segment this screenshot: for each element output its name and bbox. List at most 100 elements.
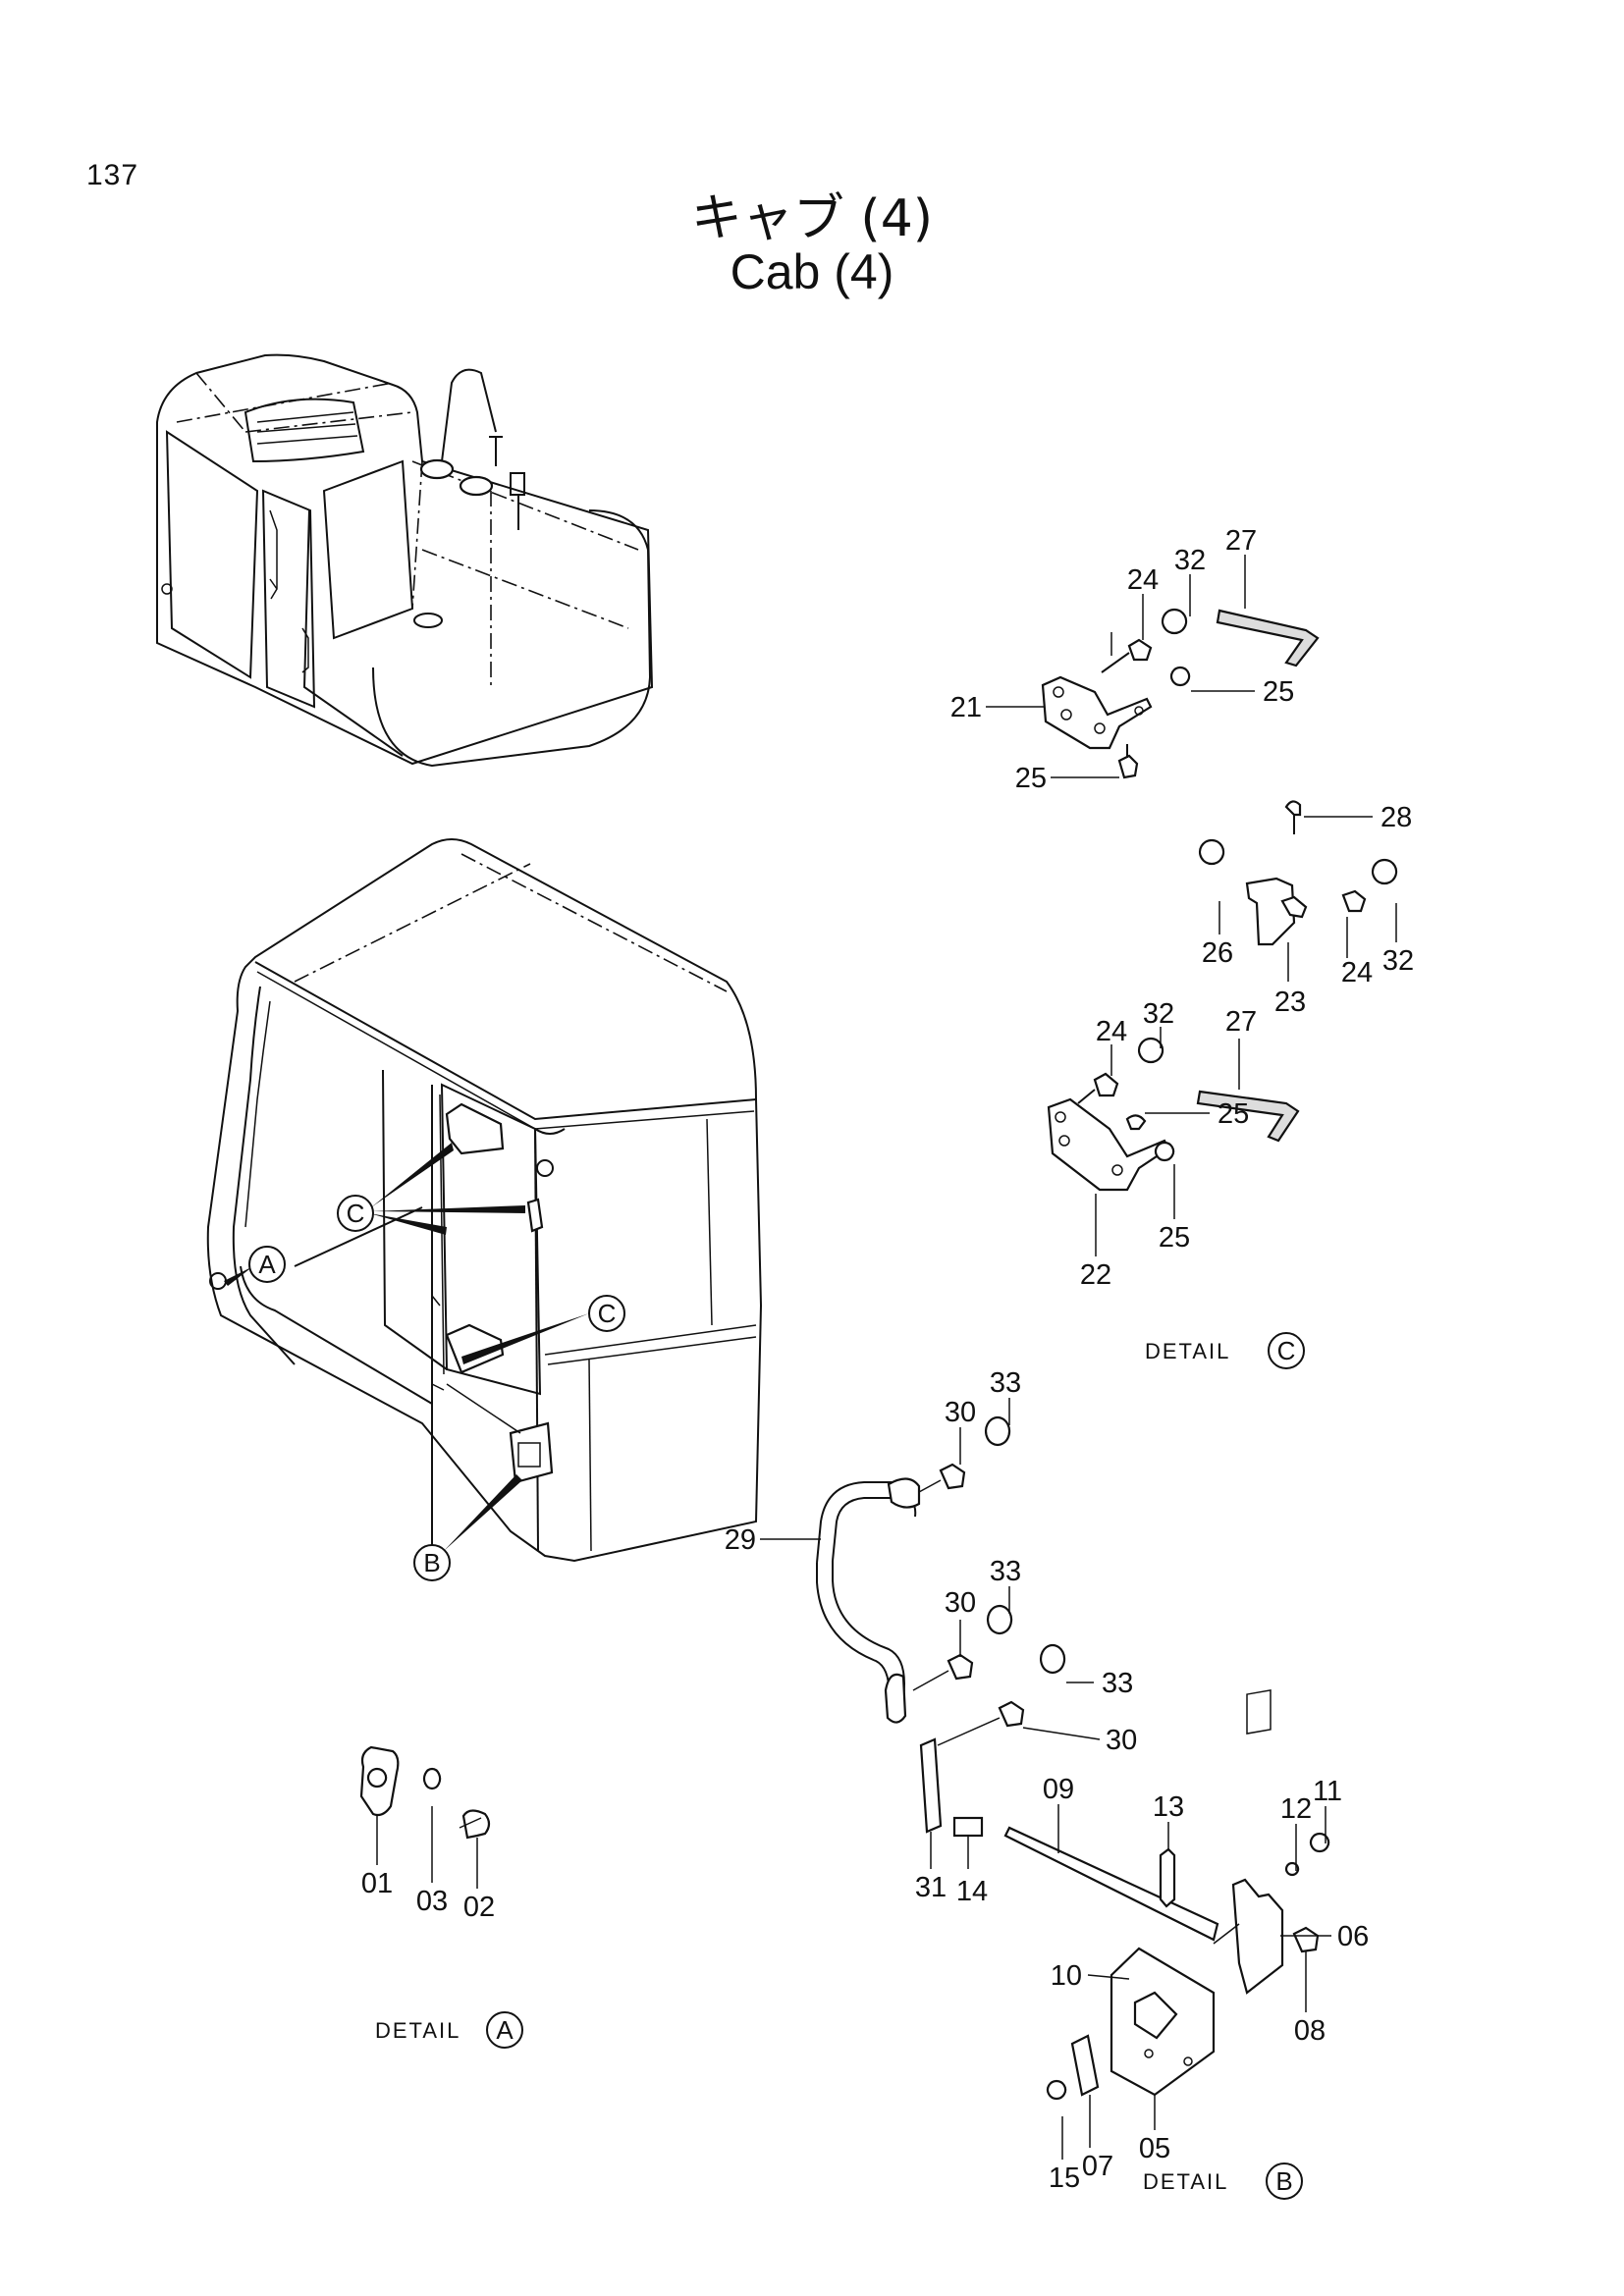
part-number-24a[interactable]: 24 — [1127, 564, 1159, 596]
part-33-bushing-a — [984, 1415, 1011, 1447]
part-28-stud — [1284, 800, 1302, 817]
part-number-11[interactable]: 11 — [1313, 1776, 1342, 1807]
callout-b-label: B — [423, 1548, 440, 1577]
part-33-bushing-b — [986, 1604, 1013, 1635]
part-number-23[interactable]: 23 — [1274, 987, 1306, 1018]
part-09-rod — [1003, 1826, 1219, 1942]
part-23-latch — [1245, 877, 1296, 946]
detail-b-group — [816, 1415, 1330, 2101]
part-number-12[interactable]: 12 — [1280, 1793, 1312, 1825]
part-30-bolt-a — [939, 1463, 966, 1490]
detail-a-letter: A — [496, 2015, 514, 2045]
detail-c-group — [1041, 608, 1398, 1192]
part-25-nut-low — [1154, 1141, 1175, 1162]
part-32-washer-mid — [1371, 858, 1398, 885]
part-07-plate — [1070, 2034, 1100, 2097]
part-33-bushing-c — [1039, 1643, 1066, 1675]
part-08-bolt — [1292, 1926, 1320, 1953]
detail-a-word: DETAIL — [375, 2018, 460, 2043]
part-26-nut — [1198, 838, 1225, 866]
part-number-08[interactable]: 08 — [1294, 2015, 1326, 2047]
callout-c-upper[interactable]: C — [337, 1143, 525, 1235]
callout-c-lower[interactable]: C — [461, 1295, 625, 1364]
part-number-25d[interactable]: 25 — [1159, 1222, 1190, 1254]
part-number-32b[interactable]: 32 — [1382, 945, 1414, 977]
page-number: 137 — [86, 159, 139, 191]
part-number-14[interactable]: 14 — [956, 1876, 988, 1907]
part-24-bolt-mid — [1280, 895, 1308, 919]
part-number-33b[interactable]: 33 — [990, 1556, 1021, 1587]
part-number-32a[interactable]: 32 — [1174, 545, 1206, 576]
part-14-block — [952, 1816, 984, 1838]
part-number-25a[interactable]: 25 — [1263, 676, 1294, 708]
part-12-washer — [1284, 1861, 1300, 1877]
part-number-01[interactable]: 01 — [361, 1868, 393, 1899]
part-number-09[interactable]: 09 — [1043, 1774, 1074, 1805]
part-31-link — [919, 1737, 943, 1834]
part-21-bracket — [1041, 675, 1153, 750]
part-11-nut — [1309, 1832, 1330, 1853]
part-30-bolt-c — [998, 1700, 1025, 1728]
part-number-24c[interactable]: 24 — [1096, 1016, 1127, 1047]
part-number-labels: 27 32 24 21 25 25 28 26 24 32 23 32 24 2… — [361, 525, 1414, 2194]
part-30-bolt-b — [947, 1653, 974, 1681]
detail-c-label: DETAIL C — [1145, 1332, 1305, 1369]
part-number-33c[interactable]: 33 — [1102, 1668, 1133, 1699]
part-number-33a[interactable]: 33 — [990, 1367, 1021, 1399]
part-number-05[interactable]: 05 — [1139, 2133, 1170, 2164]
detail-b-label: DETAIL B — [1143, 2163, 1303, 2200]
part-number-28[interactable]: 28 — [1380, 802, 1412, 833]
page-title-japanese: キャブ (4) — [690, 189, 934, 248]
part-number-31[interactable]: 31 — [915, 1872, 947, 1903]
part-15-nut — [1046, 2079, 1067, 2101]
part-number-03[interactable]: 03 — [416, 1886, 448, 1917]
detail-c-letter: C — [1277, 1336, 1296, 1365]
part-number-29[interactable]: 29 — [725, 1524, 756, 1556]
part-number-15[interactable]: 15 — [1049, 2163, 1080, 2194]
part-number-24b[interactable]: 24 — [1341, 957, 1373, 988]
cab-main-drawing — [206, 838, 763, 1563]
part-number-25b[interactable]: 25 — [1015, 763, 1047, 794]
callout-c-upper-label: C — [347, 1199, 365, 1228]
part-number-21[interactable]: 21 — [950, 692, 982, 723]
part-06-cover — [1231, 1878, 1284, 1995]
part-number-30c[interactable]: 30 — [1106, 1725, 1137, 1756]
page-title-english: Cab (4) — [730, 244, 894, 299]
detail-b-letter: B — [1275, 2166, 1292, 2196]
leader-lines — [376, 555, 1397, 2160]
callout-a[interactable]: A — [224, 1246, 286, 1286]
part-number-02[interactable]: 02 — [463, 1892, 495, 1923]
part-number-27b[interactable]: 27 — [1225, 1006, 1257, 1038]
detail-a-group — [359, 1745, 491, 1840]
part-number-32c[interactable]: 32 — [1143, 998, 1174, 1030]
part-number-26[interactable]: 26 — [1202, 937, 1233, 969]
part-number-06[interactable]: 06 — [1337, 1921, 1369, 1952]
callout-c-lower-label: C — [598, 1299, 617, 1328]
part-32-washer-low — [1137, 1037, 1164, 1064]
part-29-handle-top — [832, 1497, 917, 1562]
part-03-washer — [422, 1767, 442, 1790]
part-25-bolt-lower — [1117, 754, 1139, 779]
part-number-30b[interactable]: 30 — [945, 1587, 976, 1619]
detail-b-word: DETAIL — [1143, 2169, 1228, 2194]
part-number-10[interactable]: 10 — [1051, 1960, 1082, 1992]
part-27-key-top — [1216, 609, 1320, 667]
part-13-screw — [1159, 1847, 1176, 1908]
part-25-stud-low — [1125, 1114, 1147, 1131]
part-24-bolt-top — [1127, 638, 1153, 662]
part-24-bolt-low — [1093, 1072, 1119, 1097]
detail-c-word: DETAIL — [1145, 1339, 1230, 1363]
part-number-25c[interactable]: 25 — [1218, 1098, 1249, 1130]
part-number-13[interactable]: 13 — [1153, 1791, 1184, 1823]
part-number-30a[interactable]: 30 — [945, 1397, 976, 1428]
part-32-washer-top — [1161, 608, 1188, 635]
machine-overview-drawing — [156, 353, 654, 768]
part-number-27a[interactable]: 27 — [1225, 525, 1257, 557]
part-number-07[interactable]: 07 — [1082, 2151, 1113, 2182]
part-25-nut-right — [1169, 666, 1191, 687]
part-number-22[interactable]: 22 — [1080, 1259, 1111, 1291]
callout-b[interactable]: B — [413, 1474, 522, 1581]
part-27-key-low — [1196, 1090, 1300, 1143]
